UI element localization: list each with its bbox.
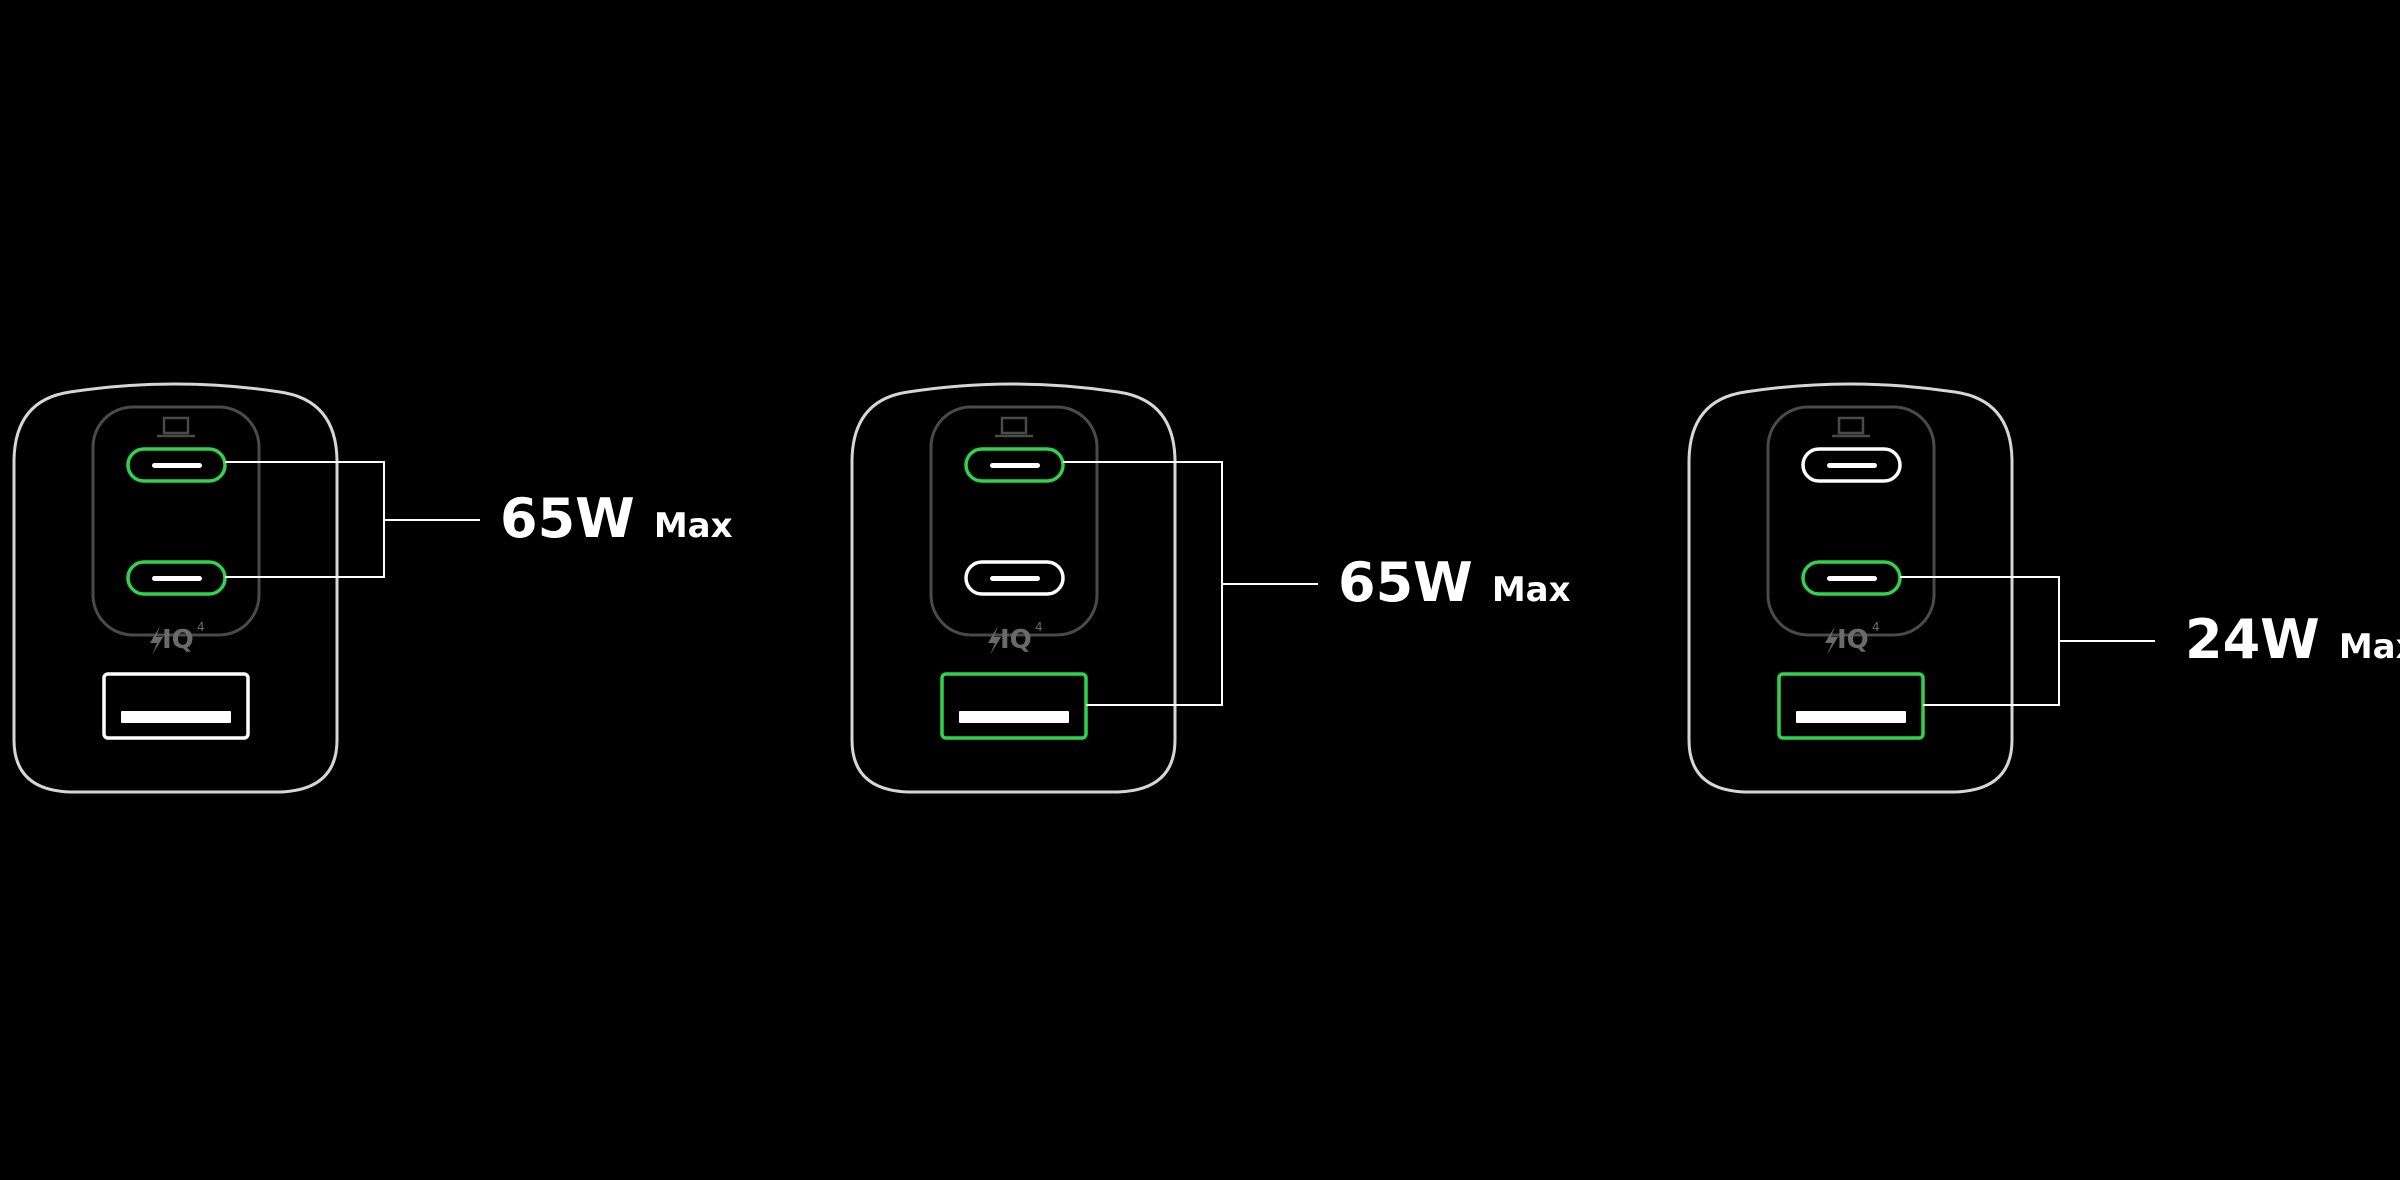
power-label: 65W Max [500, 487, 733, 550]
power-label-watts: 24W [2185, 608, 2320, 671]
power-label-max: Max [1492, 570, 1571, 610]
bracket-connector [1063, 461, 1318, 706]
usb-c2-port-slot [990, 576, 1040, 581]
charger-config-3: IQ 4 24W Max [1687, 382, 2400, 794]
power-label-max: Max [2339, 627, 2400, 667]
bracket-connector [1900, 576, 2155, 706]
power-label: 65W Max [1338, 551, 1571, 614]
usb-a-port-slot [1796, 711, 1906, 723]
usb-c2-port [964, 560, 1065, 596]
iq-logo-text: IQ [162, 625, 194, 655]
usb-c-panel [929, 405, 1099, 637]
usb-c1-port [964, 447, 1065, 483]
iq-logo: IQ 4 [1825, 620, 1880, 655]
bracket-connector [225, 461, 480, 578]
charger-config-1: IQ 4 65W Max [12, 382, 733, 794]
usb-c-panel [91, 405, 261, 637]
charger-body [850, 382, 1177, 794]
power-label-max: Max [654, 506, 733, 546]
bolt-icon [988, 626, 1001, 655]
usb-a-port [1777, 672, 1925, 740]
laptop-icon [1832, 416, 1870, 438]
usb-c1-port [126, 447, 227, 483]
usb-c2-port-slot [1827, 576, 1877, 581]
laptop-icon [995, 416, 1033, 438]
power-label-watts: 65W [500, 487, 635, 550]
iq-logo-text: IQ [1837, 625, 1869, 655]
usb-c1-port-slot [1827, 463, 1877, 468]
usb-c1-port [1801, 447, 1902, 483]
power-label-watts: 65W [1338, 551, 1473, 614]
bolt-icon [1825, 626, 1838, 655]
usb-a-port-slot [959, 711, 1069, 723]
usb-a-port-slot [121, 711, 231, 723]
power-label: 24W Max [2185, 608, 2400, 671]
charger-body [1687, 382, 2014, 794]
iq-logo-superscript: 4 [197, 620, 205, 634]
usb-c2-port-slot [152, 576, 202, 581]
charger-body [12, 382, 339, 794]
usb-a-port [102, 672, 250, 740]
usb-c1-port-slot [152, 463, 202, 468]
iq-logo-superscript: 4 [1872, 620, 1880, 634]
usb-a-port [940, 672, 1088, 740]
iq-logo: IQ 4 [988, 620, 1043, 655]
bolt-icon [150, 626, 163, 655]
iq-logo-superscript: 4 [1035, 620, 1043, 634]
usb-c-panel [1766, 405, 1936, 637]
laptop-icon [157, 416, 195, 438]
charger-config-2: IQ 4 65W Max [850, 382, 1571, 794]
iq-logo-text: IQ [1000, 625, 1032, 655]
usb-c1-port-slot [990, 463, 1040, 468]
iq-logo: IQ 4 [150, 620, 205, 655]
